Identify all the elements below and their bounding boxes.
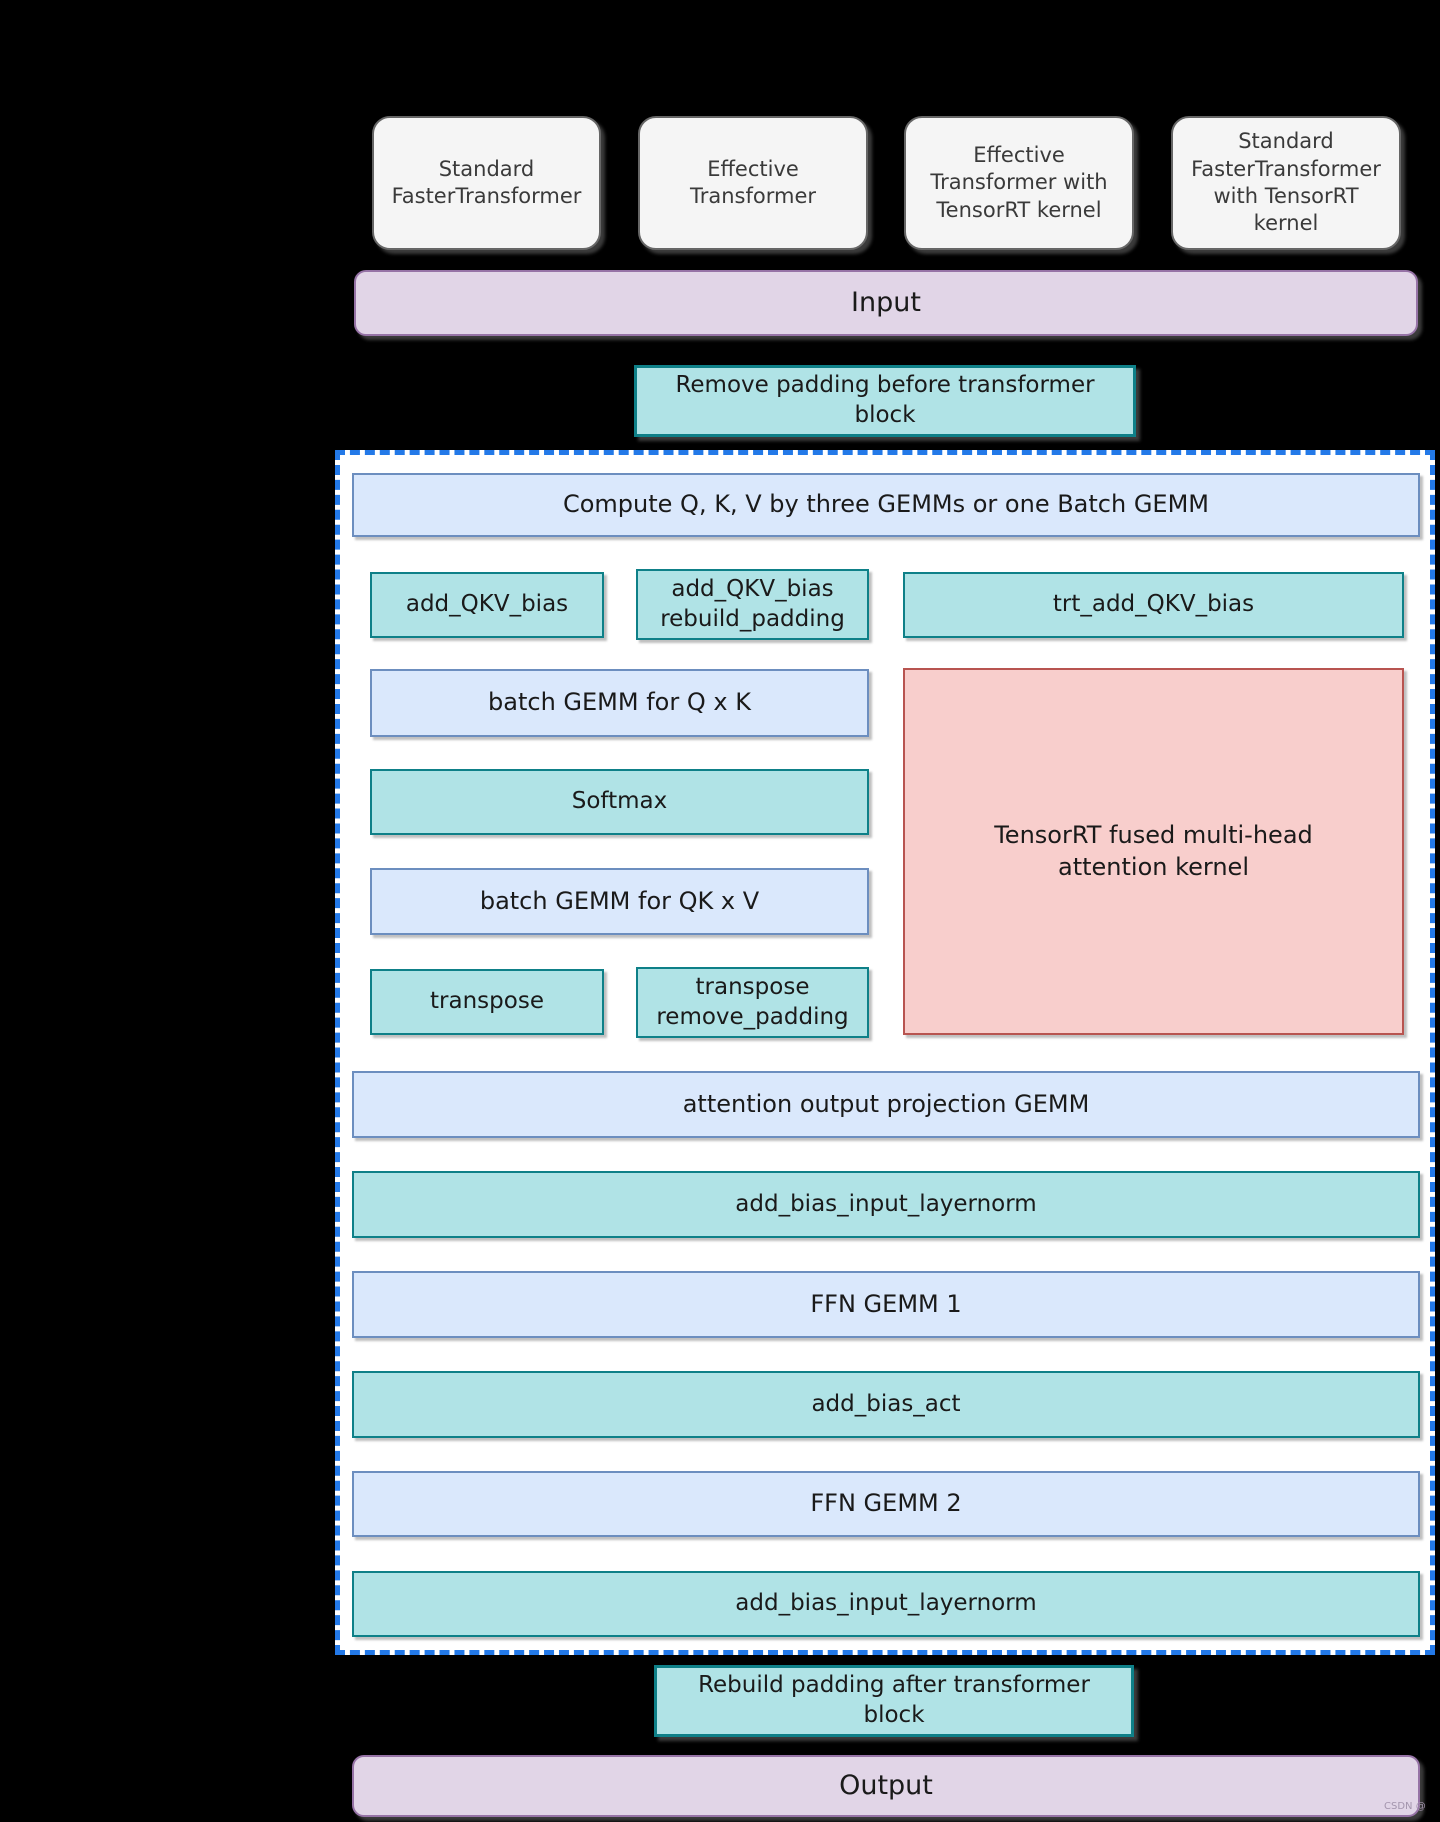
add-bias-act-node: add_bias_act <box>352 1371 1420 1438</box>
box-effective-transformer-trt-kernel: Effective Transformer with TensorRT kern… <box>904 116 1134 250</box>
ffn-gemm-2-node: FFN GEMM 2 <box>352 1471 1420 1537</box>
transformer-block-container <box>335 450 1435 1655</box>
box-effective-transformer: Effective Transformer <box>638 116 868 250</box>
box-standard-fastertransformer-trt-kernel: Standard FasterTransformer with TensorRT… <box>1171 116 1401 250</box>
trt-add-qkv-bias-node: trt_add_QKV_bias <box>903 572 1404 638</box>
transpose-remove-padding-node: transpose remove_padding <box>636 967 869 1038</box>
input-bar: Input <box>354 270 1418 336</box>
box-standard-fastertransformer: Standard FasterTransformer <box>372 116 601 250</box>
output-bar: Output <box>352 1755 1420 1817</box>
add-qkv-bias-rebuild-padding-node: add_QKV_bias rebuild_padding <box>636 569 869 640</box>
attention-output-projection-node: attention output projection GEMM <box>352 1071 1420 1138</box>
add-bias-input-layernorm-2-node: add_bias_input_layernorm <box>352 1571 1420 1637</box>
remove-padding-node: Remove padding before transformer block <box>634 365 1136 437</box>
batch-gemm-qxk-node: batch GEMM for Q x K <box>370 669 869 737</box>
add-qkv-bias-node: add_QKV_bias <box>370 572 604 638</box>
transpose-node: transpose <box>370 969 604 1035</box>
add-bias-input-layernorm-1-node: add_bias_input_layernorm <box>352 1171 1420 1238</box>
watermark: CSDN @ <box>1384 1801 1426 1812</box>
ffn-gemm-1-node: FFN GEMM 1 <box>352 1271 1420 1338</box>
batch-gemm-qkxv-node: batch GEMM for QK x V <box>370 868 869 935</box>
compute-qkv-node: Compute Q, K, V by three GEMMs or one Ba… <box>352 473 1420 537</box>
trt-fused-mha-node: TensorRT fused multi-head attention kern… <box>903 668 1404 1035</box>
rebuild-padding-node: Rebuild padding after transformer block <box>654 1665 1134 1737</box>
softmax-node: Softmax <box>370 769 869 835</box>
